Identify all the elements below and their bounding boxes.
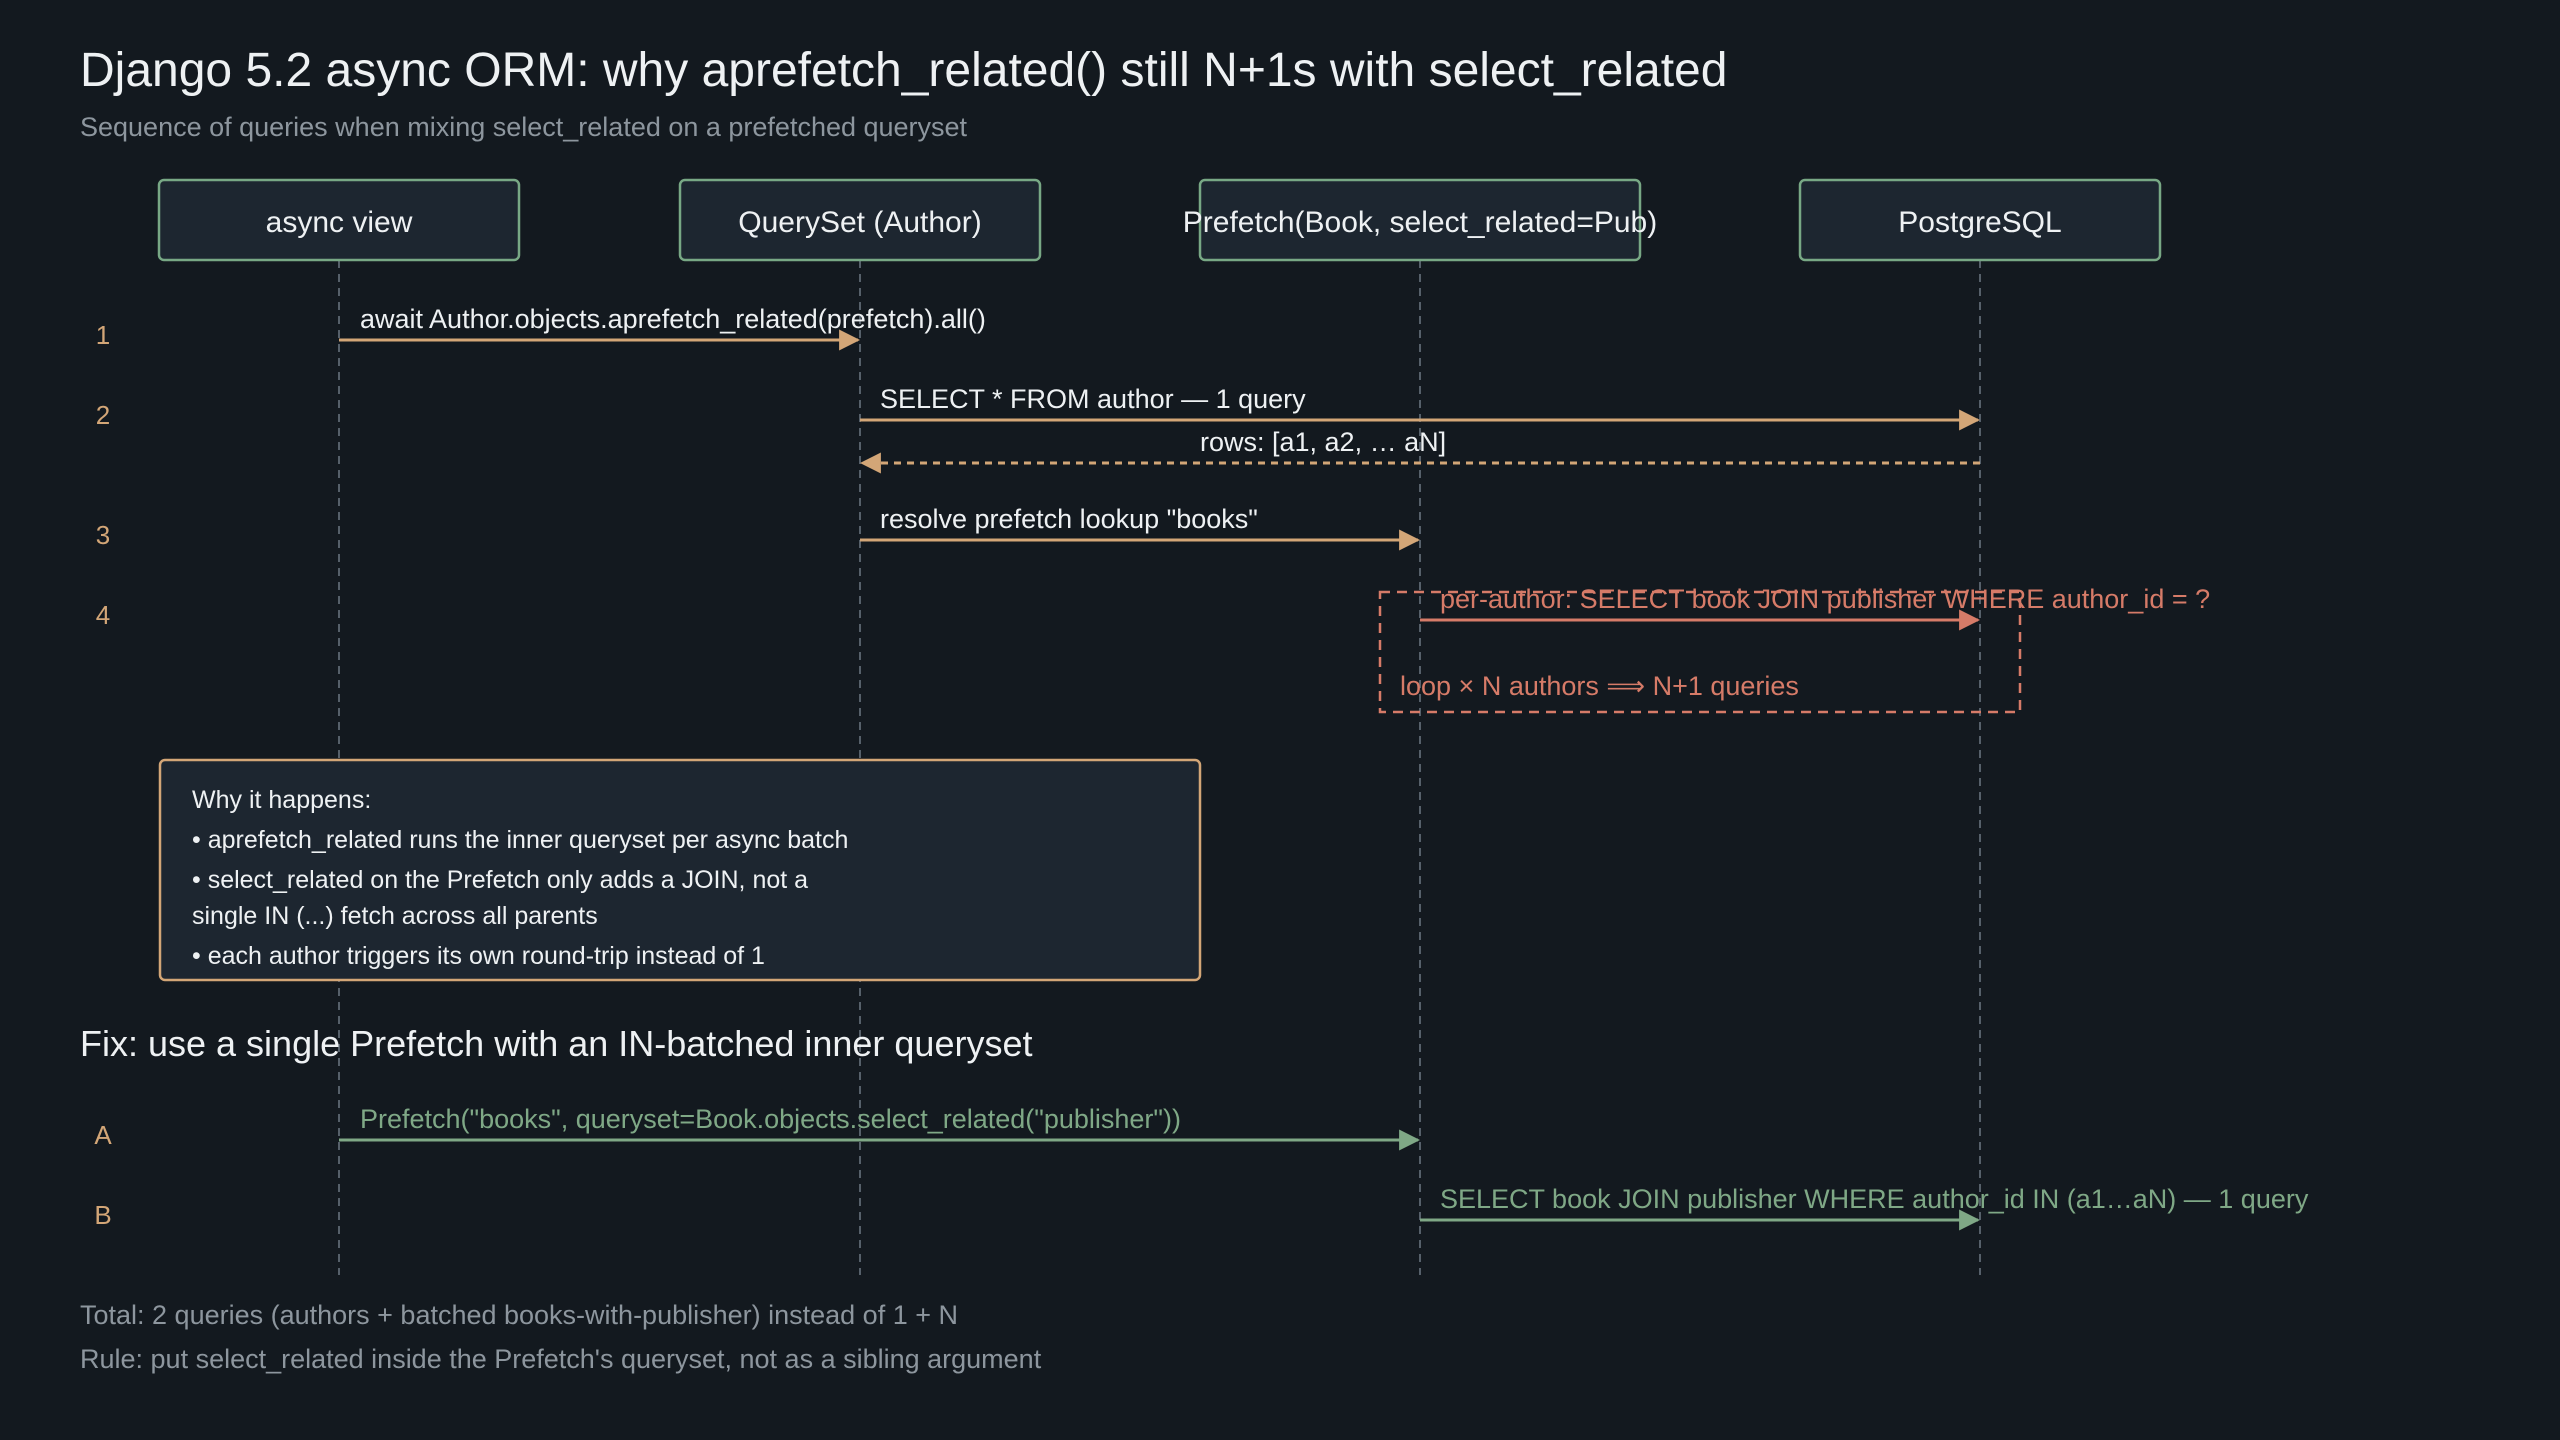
step-number: 2 xyxy=(96,400,110,430)
footer-rule: Rule: put select_related inside the Pref… xyxy=(80,1344,1042,1374)
message-label: rows: [a1, a2, … aN] xyxy=(1200,427,1446,457)
participant-box xyxy=(1798,178,2162,262)
message-return-rows: rows: [a1, a2, … aN] xyxy=(859,427,1980,474)
message-label: Prefetch("books", queryset=Book.objects.… xyxy=(360,1104,1181,1134)
message-label: resolve prefetch lookup "books" xyxy=(880,504,1258,534)
diagram-title: Django 5.2 async ORM: why aprefetch_rela… xyxy=(80,44,1727,97)
note-line: single IN (...) fetch across all parents xyxy=(192,902,598,930)
loop-fragment: 4 per-author: SELECT book JOIN publisher… xyxy=(96,584,2210,714)
note-line: • aprefetch_related runs the inner query… xyxy=(192,826,848,854)
message-label: SELECT book JOIN publisher WHERE author_… xyxy=(1440,1184,2309,1214)
loop-label: loop × N authors ⟹ N+1 queries xyxy=(1400,671,1799,701)
footer-total: Total: 2 queries (authors + batched book… xyxy=(80,1300,958,1330)
step-number: B xyxy=(94,1200,111,1230)
explanation-note: Why it happens: • aprefetch_related runs… xyxy=(158,758,1202,982)
note-box xyxy=(158,758,1202,982)
participant-label: async view xyxy=(266,206,413,239)
loop-message-label: per-author: SELECT book JOIN publisher W… xyxy=(1440,584,2210,614)
participant-queryset: QuerySet (Author) xyxy=(678,178,1042,262)
fix-message-b: B SELECT book JOIN publisher WHERE autho… xyxy=(94,1184,2309,1231)
loop-box xyxy=(1378,590,2022,714)
message-label: await Author.objects.aprefetch_related(p… xyxy=(360,304,986,334)
message-2: 2 SELECT * FROM author — 1 query xyxy=(96,384,1981,431)
participant-label: QuerySet (Author) xyxy=(738,206,981,239)
participant-async-view: async view xyxy=(157,178,521,262)
step-number: A xyxy=(94,1120,112,1150)
message-1: 1 await Author.objects.aprefetch_related… xyxy=(96,304,986,351)
diagram-subtitle: Sequence of queries when mixing select_r… xyxy=(80,112,968,142)
message-3: 3 resolve prefetch lookup "books" xyxy=(96,504,1421,551)
message-label: SELECT * FROM author — 1 query xyxy=(880,384,1306,414)
note-line: • select_related on the Prefetch only ad… xyxy=(192,866,808,894)
participant-postgresql: PostgreSQL xyxy=(1798,178,2162,262)
step-number: 3 xyxy=(96,520,110,550)
step-number: 4 xyxy=(96,600,110,630)
participant-prefetch: Prefetch(Book, select_related=Pub) xyxy=(1183,178,1657,262)
participant-label: Prefetch(Book, select_related=Pub) xyxy=(1183,206,1657,239)
note-heading: Why it happens: xyxy=(192,786,371,814)
participant-box xyxy=(1198,178,1642,262)
step-number: 1 xyxy=(96,320,110,350)
participant-box xyxy=(678,178,1042,262)
participant-box xyxy=(157,178,521,262)
note-line: • each author triggers its own round-tri… xyxy=(192,942,765,970)
fix-message-a: A Prefetch("books", queryset=Book.object… xyxy=(94,1104,1421,1151)
fix-title: Fix: use a single Prefetch with an IN-ba… xyxy=(80,1023,1033,1064)
participant-label: PostgreSQL xyxy=(1898,206,2061,239)
